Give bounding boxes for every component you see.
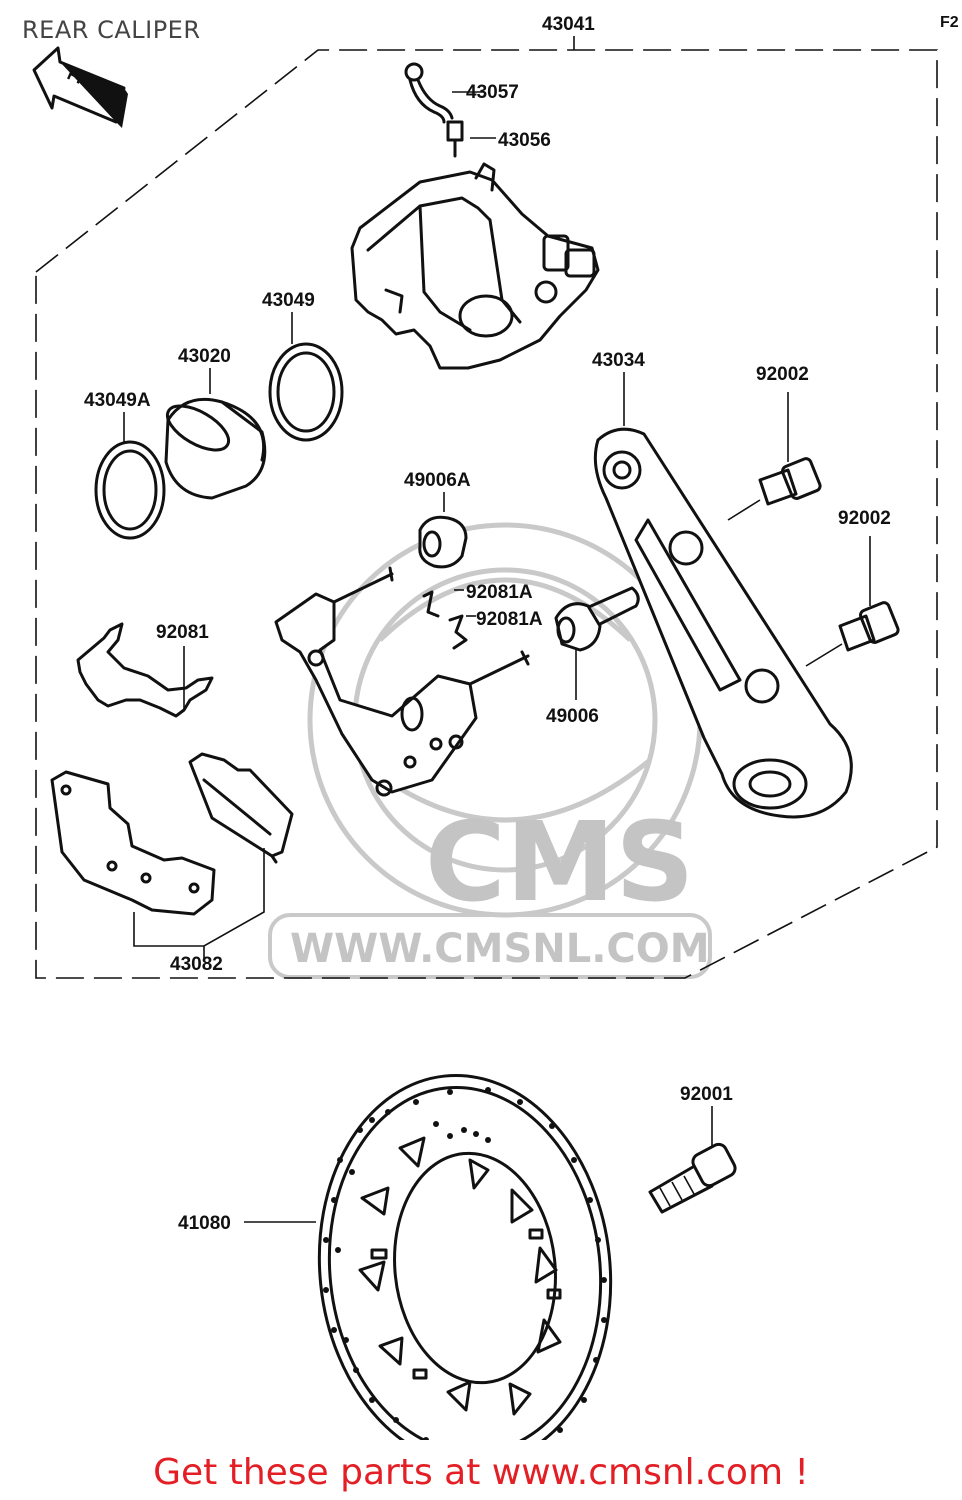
label-43049a: 43049A xyxy=(84,390,151,411)
label-43082: 43082 xyxy=(170,954,223,975)
watermark-url-text: WWW.CMSNL.COM xyxy=(290,926,710,972)
watermark-logo-text: CMS xyxy=(425,798,694,926)
page-title: REAR CALIPER xyxy=(22,16,201,44)
label-49006a: 49006A xyxy=(404,470,471,491)
brake-disc xyxy=(244,1073,613,1440)
label-43034: 43034 xyxy=(592,350,645,371)
label-92081: 92081 xyxy=(156,622,209,643)
pad-set-leader xyxy=(133,848,265,960)
label-92081a-lower: 92081A xyxy=(476,609,543,630)
seal-43049a xyxy=(94,412,166,540)
label-43020: 43020 xyxy=(178,346,231,367)
label-92002-upper: 92002 xyxy=(756,364,809,385)
caliper-bracket xyxy=(274,566,530,797)
label-43057: 43057 xyxy=(466,82,519,103)
bolt-92002-upper xyxy=(727,392,822,521)
label-43049: 43049 xyxy=(262,290,315,311)
bleeder-valve xyxy=(446,120,496,158)
seal-43049 xyxy=(268,312,344,442)
front-arrow-icon: FRONT xyxy=(32,46,128,128)
clip-92081a xyxy=(422,589,476,650)
boot-49006a xyxy=(418,492,468,569)
label-49006: 49006 xyxy=(546,706,599,727)
label-41080: 41080 xyxy=(178,1213,231,1234)
bolt-92002-lower xyxy=(805,536,900,667)
exploded-parts-diagram: CMS WWW.CMSNL.COM FRONT xyxy=(32,14,938,1440)
pad-spring xyxy=(76,622,214,718)
label-92002-lower: 92002 xyxy=(838,508,891,529)
bleeder-cap xyxy=(404,62,484,124)
figure-tag: F2 xyxy=(940,14,959,31)
caliper-body xyxy=(350,162,600,370)
torque-link xyxy=(593,372,853,819)
brake-pad-rear xyxy=(188,752,294,864)
label-43041: 43041 xyxy=(542,14,595,35)
label-43056: 43056 xyxy=(498,130,551,151)
buy-parts-link[interactable]: Get these parts at www.cmsnl.com ! xyxy=(153,1452,809,1493)
label-92001: 92001 xyxy=(680,1084,733,1105)
label-92081a-upper: 92081A xyxy=(466,582,533,603)
caliper-assembly-outline xyxy=(35,36,938,979)
piston xyxy=(164,368,267,500)
bolt-92001 xyxy=(648,1106,737,1214)
brake-pad-front xyxy=(50,770,216,916)
boot-49006 xyxy=(554,586,640,700)
